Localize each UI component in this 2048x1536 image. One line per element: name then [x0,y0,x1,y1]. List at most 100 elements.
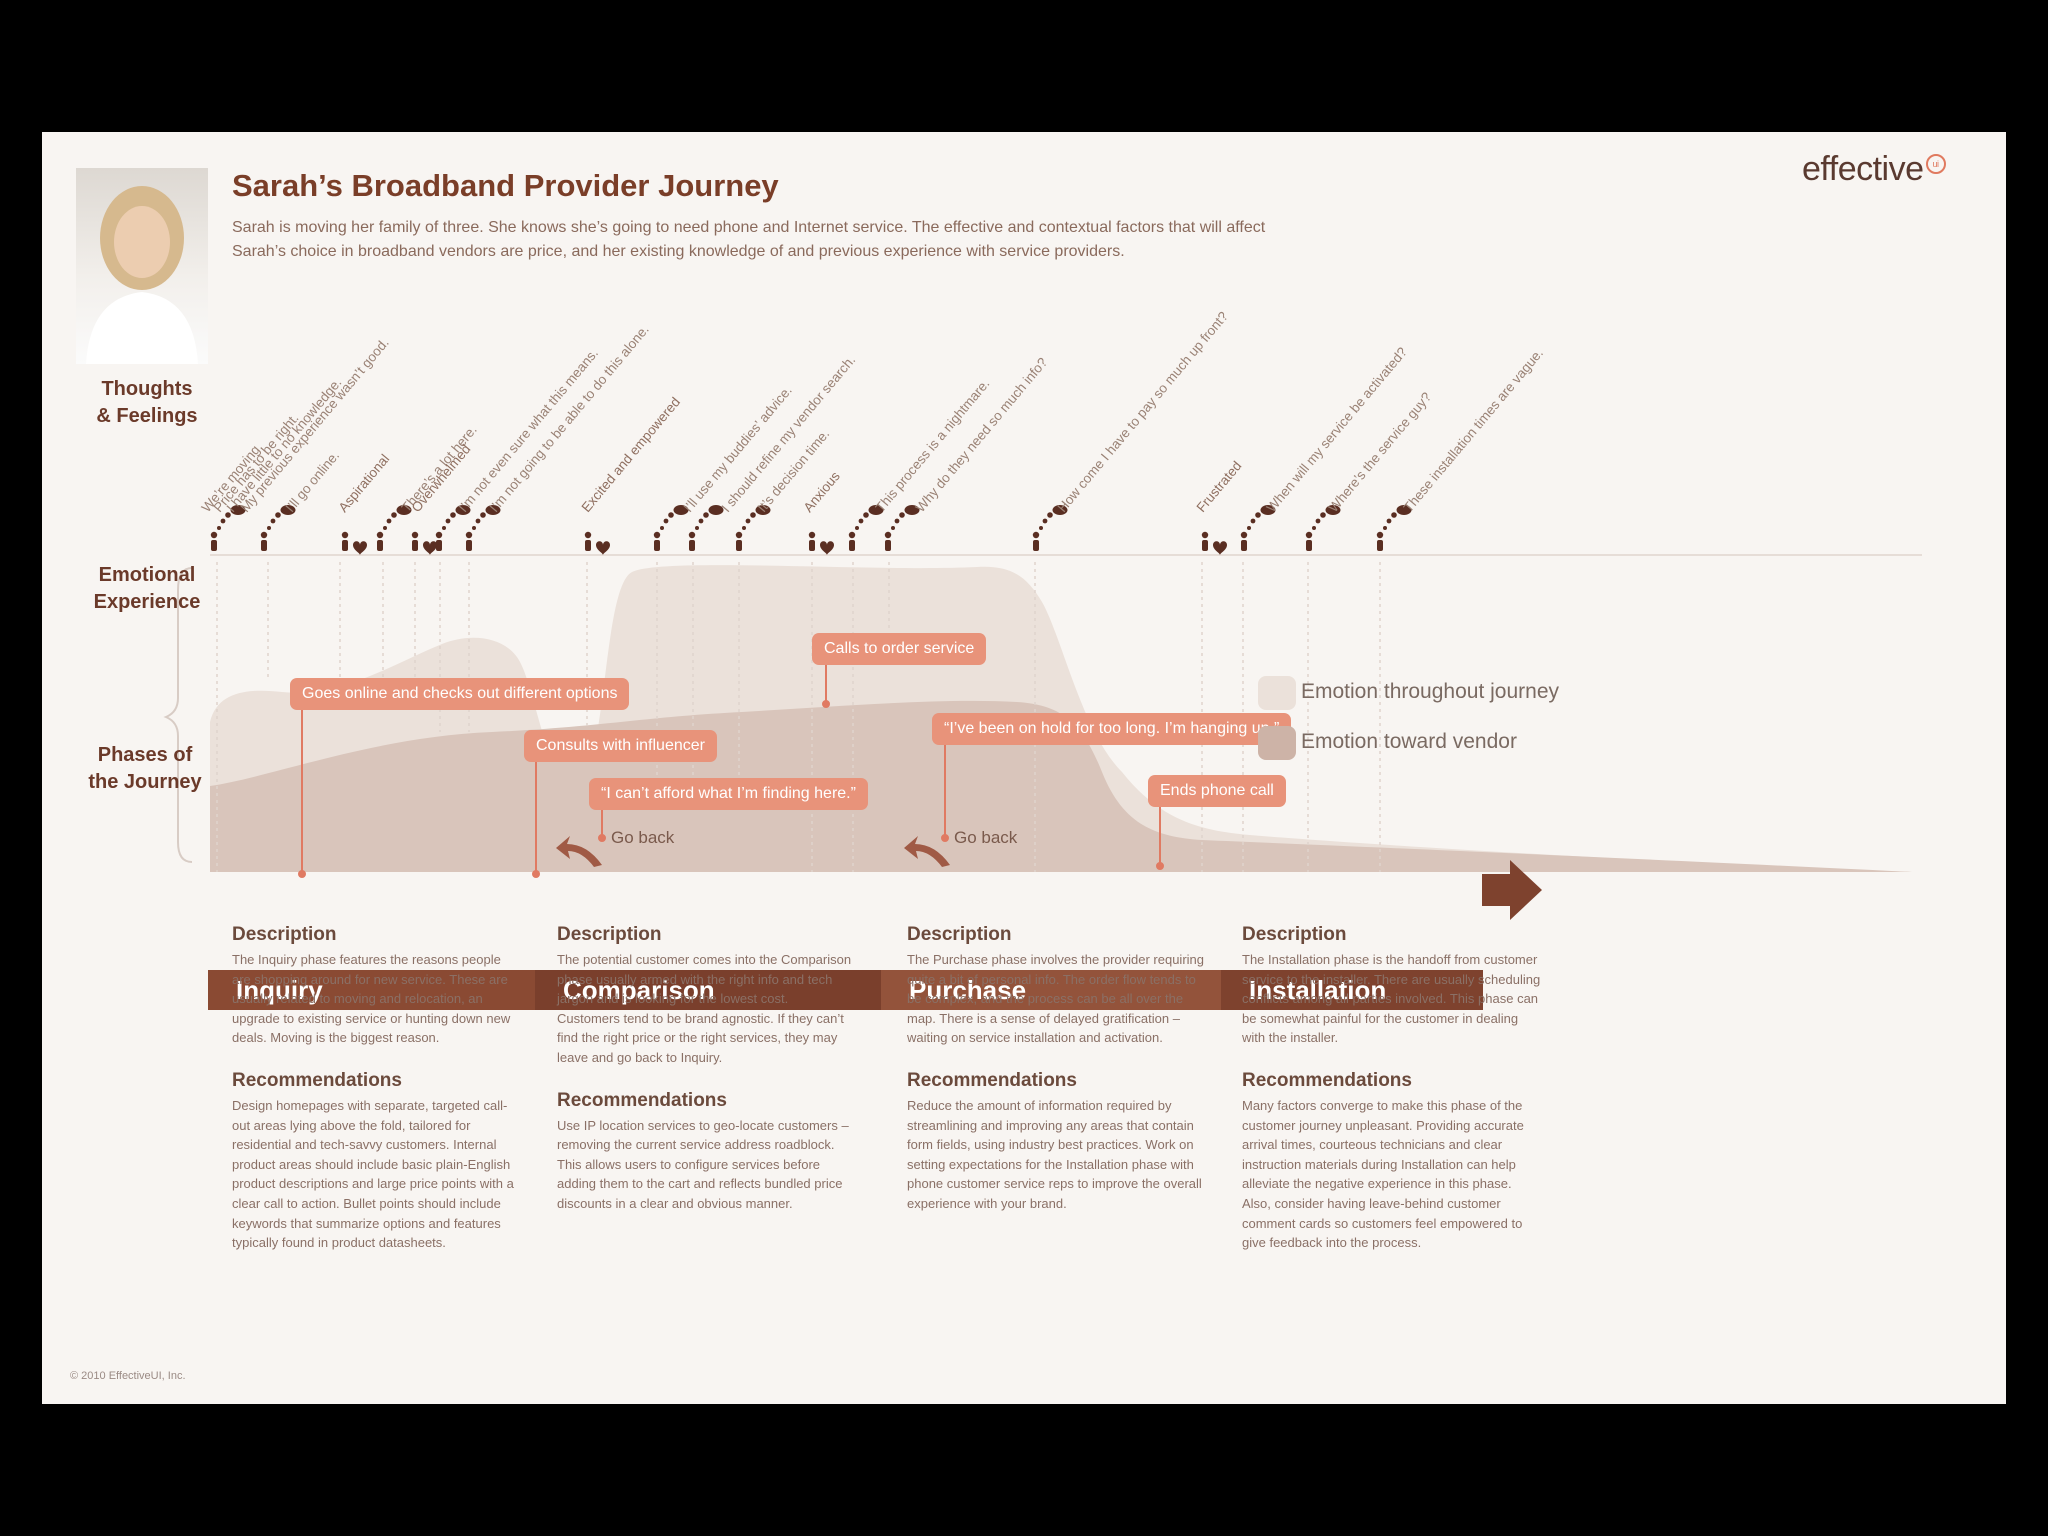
callout-on-hold: “I’ve been on hold for too long. I’m han… [932,713,1292,745]
person-head-icon [341,531,349,539]
thought-dot-icon [698,518,704,524]
person-head-icon [260,531,268,539]
person-body-icon [377,540,383,551]
person-head-icon [376,531,384,539]
thought-dot-icon [383,526,387,530]
emotion-brace [163,567,193,863]
person-body-icon [261,540,267,551]
recommendations-heading: Recommendations [557,1089,727,1111]
thought-dot-icon [217,526,221,530]
person-head-icon [1376,531,1384,539]
thought-bubble-icon [455,505,471,515]
thought-bubble-icon [396,505,412,515]
thought-dot-icon [475,518,481,524]
person-body-icon [1306,540,1312,551]
thought-bubble-icon [904,505,920,515]
thought-dot-icon [275,512,281,518]
person-head-icon [210,531,218,539]
legend-swatch-throughout [1258,676,1296,710]
thought-bubble-icon [1052,505,1068,515]
callout-consults-influencer: Consults with influencer [524,730,717,762]
person-head-icon [884,531,892,539]
heart-icon [596,541,610,555]
thought-dot-icon [1255,512,1261,518]
callout-cant-afford: “I can’t afford what I’m finding here.” [589,778,868,810]
description-text: The Inquiry phase features the reasons p… [232,952,511,1046]
person-body-icon [809,540,815,551]
person-body-icon [736,540,742,551]
go-back-label-purchase: Go back [954,828,1018,847]
person-head-icon [435,531,443,539]
callout-connectors [298,665,1164,878]
description-heading: Description [1242,924,1347,945]
person-head-icon [735,531,743,539]
person-body-icon [689,540,695,551]
thought-dot-icon [270,518,276,524]
person-head-icon [465,531,473,539]
person-body-icon [211,540,217,551]
person-head-icon [584,531,592,539]
thought-dot-icon [1247,526,1251,530]
description-heading: Description [907,924,1012,945]
description-heading: Description [557,924,662,945]
thought-icons [210,505,1412,555]
go-back-arrows [556,836,950,867]
thought-dot-icon [703,512,709,518]
person-body-icon [436,540,442,551]
thought-bubble-icon [485,505,501,515]
thought-bubble-icon [1396,505,1412,515]
heart-icon [820,541,834,555]
thought-dot-icon [863,512,869,518]
person-head-icon [1305,531,1313,539]
copyright: © 2010 EffectiveUI, Inc. [70,1370,186,1382]
person-head-icon [1240,531,1248,539]
thought-dot-icon [894,518,900,524]
thought-dot-icon [695,526,699,530]
thought-bubble-icon [230,505,246,515]
person-head-icon [1201,531,1209,539]
description-text: The Installation phase is the handoff fr… [1242,952,1541,1046]
person-body-icon [885,540,891,551]
person-head-icon [1032,531,1040,539]
section-installation: Description The Installation phase is th… [1242,924,1542,1275]
person-head-icon [653,531,661,539]
person-body-icon [1202,540,1208,551]
person-body-icon [654,540,660,551]
thoughts-label: Thoughts& Feelings [96,378,198,427]
thought-bubble-icon [1325,505,1341,515]
recommendations-heading: Recommendations [232,1069,402,1091]
section-purchase: Description The Purchase phase involves … [907,924,1207,1236]
callout-goes-online: Goes online and checks out different opt… [290,678,630,710]
thought-dot-icon [472,526,476,530]
thought-dot-icon [1386,518,1392,524]
thought-dot-icon [1039,526,1043,530]
thought-dot-icon [1315,518,1321,524]
phase-inquiry: Inquiry [208,970,535,1010]
legend-label-vendor: Emotion toward vendor [1301,730,1517,753]
thought-bubble-icon [868,505,884,515]
callout-ends-call: Ends phone call [1148,775,1286,807]
thought-dot-icon [663,518,669,524]
go-back-label-comparison: Go back [611,828,675,847]
thought-dot-icon [668,512,674,518]
phase-installation: Installation [1221,970,1483,1010]
person-body-icon [412,540,418,551]
person-body-icon [585,540,591,551]
thought-dot-icon [386,518,392,524]
thought-bubble-icon [708,505,724,515]
journey-map: Sarah’s Broadband Provider Journey Sarah… [42,132,2006,1404]
thought-dot-icon [1320,512,1326,518]
page-title: Sarah’s Broadband Provider Journey [232,168,779,203]
thought-dot-icon [480,512,486,518]
legend-swatch-vendor [1258,726,1296,760]
thought-dot-icon [225,512,231,518]
thought-dot-icon [660,526,664,530]
description-heading: Description [232,924,337,945]
thought-bubble-icon [673,505,689,515]
thought-dot-icon [1391,512,1397,518]
heart-icon [423,541,437,555]
description-text: The Purchase phase involves the provider… [907,952,1205,1046]
thought-dot-icon [1250,518,1256,524]
